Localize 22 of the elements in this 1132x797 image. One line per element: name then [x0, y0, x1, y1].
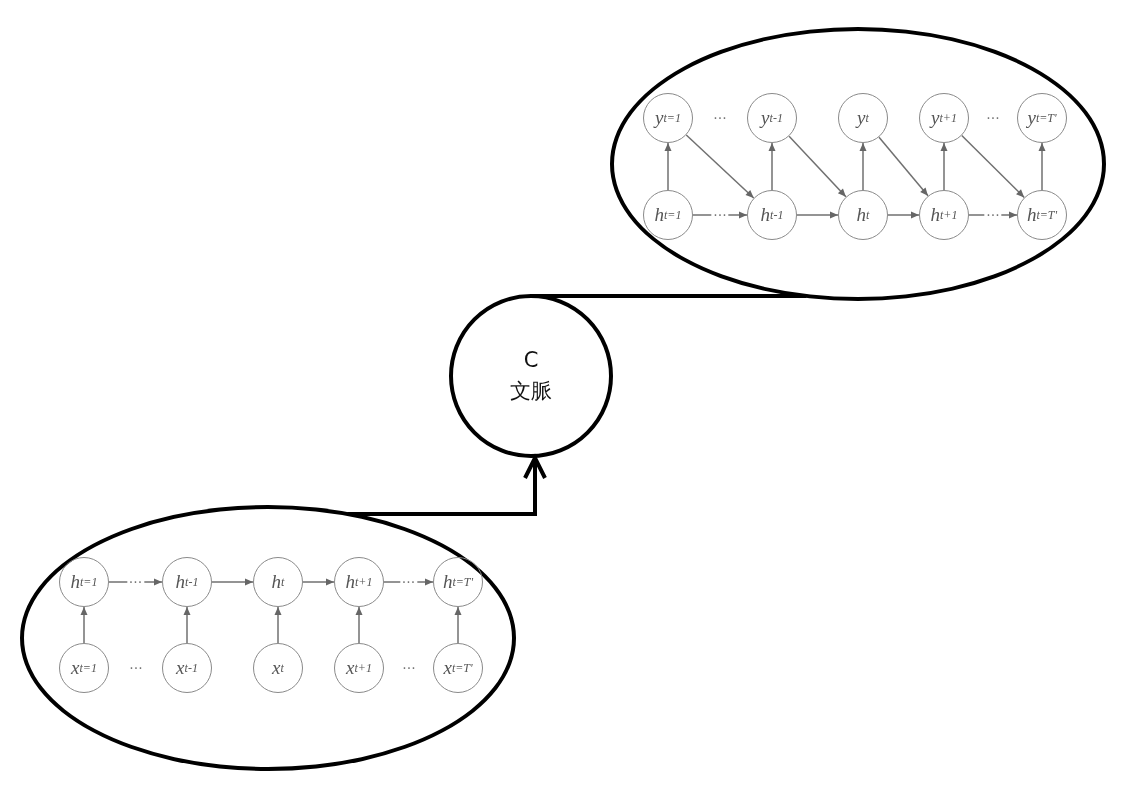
arrow [685, 134, 755, 199]
context-circle [449, 294, 613, 458]
arrow [878, 136, 929, 197]
arrow [1038, 142, 1046, 191]
arrow [796, 211, 839, 219]
arrow [788, 135, 847, 198]
arrow [454, 606, 462, 644]
arrow [355, 606, 363, 644]
arrow [108, 578, 163, 586]
arrow [768, 142, 776, 191]
arrow [80, 606, 88, 644]
arrow [183, 606, 191, 644]
arrow [211, 578, 254, 586]
arrow [859, 142, 867, 191]
arrow [887, 211, 920, 219]
node-label: 文脈 [510, 378, 552, 405]
arrow [961, 134, 1025, 199]
arrow [302, 578, 335, 586]
arrow [274, 606, 282, 644]
node-label: C [523, 346, 539, 374]
arrow [664, 142, 672, 191]
arrow [940, 142, 948, 191]
